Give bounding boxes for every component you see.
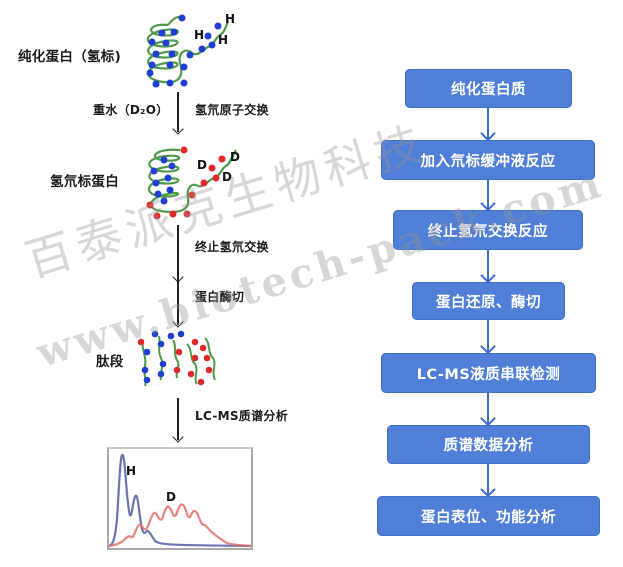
spectrum-curves bbox=[109, 453, 251, 548]
flow-step-reduce-digest: 蛋白还原、酶切 bbox=[412, 282, 565, 320]
flow-step-quench-reaction: 终止氢氘交换反应 bbox=[393, 210, 583, 250]
flow-step-add-deuterium-buffer: 加入氘标缓冲液反应 bbox=[381, 140, 595, 180]
flow-arrow-down bbox=[487, 393, 489, 424]
step-label-protease-digestion: 蛋白酶切 bbox=[195, 290, 245, 304]
d-label: D bbox=[197, 158, 207, 172]
down-arrow bbox=[177, 280, 179, 325]
mass-spectrum-chart: H D bbox=[107, 447, 253, 550]
step-left-label-heavy-water: 重水（D₂O） bbox=[93, 103, 169, 117]
protein-h-illustration bbox=[146, 14, 230, 88]
spectrum-h-label: H bbox=[126, 464, 137, 478]
watermark-url: www.biotech-pack.com bbox=[31, 159, 610, 377]
spectrum-d-label: D bbox=[166, 490, 176, 504]
down-arrow bbox=[177, 92, 179, 132]
h-label: H bbox=[218, 33, 229, 47]
peptides-illustration bbox=[137, 330, 216, 387]
h-label: H bbox=[225, 12, 236, 26]
down-arrow bbox=[177, 398, 179, 440]
flow-step-lcms-detection: LC-MS液质串联检测 bbox=[381, 353, 596, 393]
step-label-hd-exchange: 氢氘原子交换 bbox=[195, 103, 269, 117]
step-label-quench-exchange: 终止氢氘交换 bbox=[195, 240, 269, 254]
stage-label-deuterium-protein: 氢氘标蛋白 bbox=[50, 174, 119, 190]
protein-d-illustration bbox=[146, 146, 237, 220]
h-label: H bbox=[194, 28, 205, 42]
stage-label-peptides: 肽段 bbox=[96, 354, 124, 370]
stage-label-purified-protein: 纯化蛋白（氢标) bbox=[18, 49, 122, 65]
down-arrow bbox=[177, 225, 179, 280]
flow-arrow-down bbox=[487, 250, 489, 281]
flow-arrow-down bbox=[487, 108, 489, 139]
d-label: D bbox=[222, 170, 232, 184]
flow-step-epitope-function-analysis: 蛋白表位、功能分析 bbox=[377, 496, 600, 536]
flow-arrow-down bbox=[487, 464, 489, 495]
flow-arrow-down bbox=[487, 180, 489, 209]
flow-step-purify-protein: 纯化蛋白质 bbox=[405, 69, 572, 108]
flow-arrow-down bbox=[487, 320, 489, 352]
flow-step-ms-data-analysis: 质谱数据分析 bbox=[387, 425, 590, 464]
step-label-lcms-analysis: LC-MS质谱分析 bbox=[195, 409, 288, 423]
d-label: D bbox=[230, 150, 240, 164]
